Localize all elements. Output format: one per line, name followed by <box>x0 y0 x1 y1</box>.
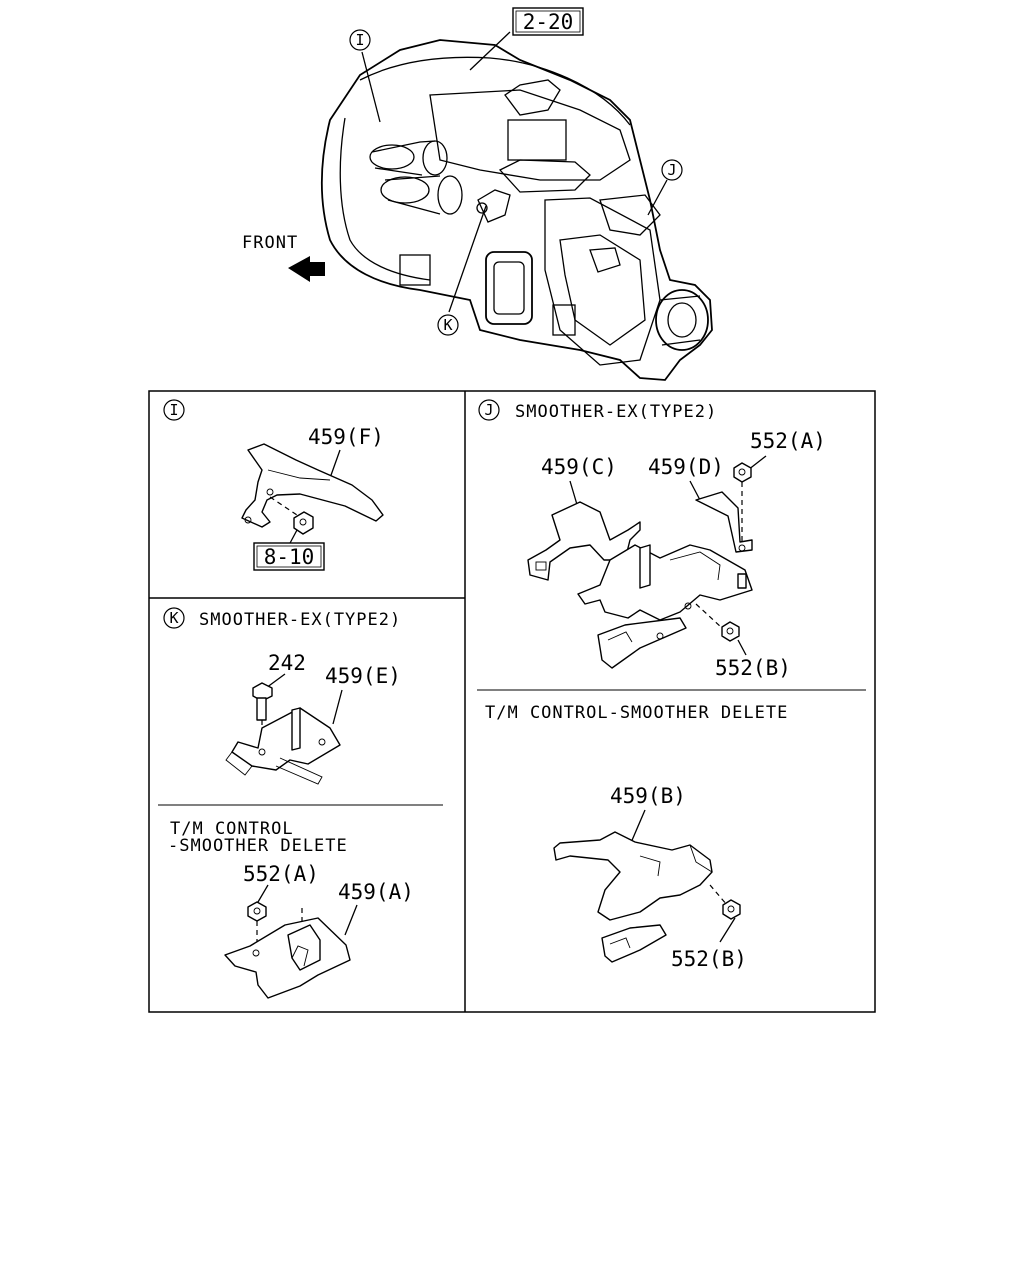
stud-j <box>737 573 747 589</box>
part-552-b-label-sub[interactable]: 552(B) <box>671 947 747 971</box>
part-552-a-label-j[interactable]: 552(A) <box>750 429 826 453</box>
part-459-e-label[interactable]: 459(E) <box>325 664 401 688</box>
part-459-b-label[interactable]: 459(B) <box>610 784 686 808</box>
svg-text:J: J <box>484 401 493 419</box>
panel-k-title: SMOOTHER-EX(TYPE2) <box>199 610 401 630</box>
panel-k-subtitle-line1: T/M CONTROL <box>170 819 294 839</box>
part-242-label[interactable]: 242 <box>268 651 306 675</box>
panel-i: I 459(F) 8-10 <box>163 399 384 571</box>
nut-8-10[interactable] <box>293 511 314 535</box>
callout-i-label: I <box>355 31 364 49</box>
part-459-c-label[interactable]: 459(C) <box>541 455 617 479</box>
part-552-a-label-k[interactable]: 552(A) <box>243 862 319 886</box>
bracket-459-a[interactable] <box>224 917 351 999</box>
front-arrow-icon <box>288 256 325 282</box>
bracket-459-f[interactable] <box>241 443 384 528</box>
panel-j-title: SMOOTHER-EX(TYPE2) <box>515 402 717 422</box>
callout-j-label: J <box>667 161 676 179</box>
panel-k: K SMOOTHER-EX(TYPE2) 242 459(E) T/M CONT… <box>163 607 414 999</box>
panel-k-marker: K <box>163 607 185 629</box>
panel-j: J SMOOTHER-EX(TYPE2) 552(A) 459(C) 459(D… <box>478 399 826 971</box>
part-459-f-label[interactable]: 459(F) <box>308 425 384 449</box>
callout-k-label: K <box>443 316 452 334</box>
nut-552-a-k[interactable] <box>247 901 267 922</box>
callout-j[interactable]: J <box>661 159 683 181</box>
ref-box-2-20[interactable]: 2-20 <box>512 7 584 36</box>
ref-box-2-20-label: 2-20 <box>523 10 574 34</box>
transmission-illustration <box>288 39 713 381</box>
ref-box-8-10[interactable]: 8-10 <box>253 542 325 571</box>
panel-i-marker: I <box>163 399 185 421</box>
part-459-d-label[interactable]: 459(D) <box>648 455 724 479</box>
part-552-b-label-j[interactable]: 552(B) <box>715 656 791 680</box>
bracket-459-c[interactable] <box>527 501 641 581</box>
panel-j-subtitle: T/M CONTROL-SMOOTHER DELETE <box>485 703 788 723</box>
ref-box-8-10-label: 8-10 <box>264 545 315 569</box>
detail-frame <box>148 390 876 1013</box>
front-label: FRONT <box>242 233 298 253</box>
nut-552-a-j[interactable] <box>733 462 752 483</box>
callout-k[interactable]: K <box>437 314 459 336</box>
callout-i[interactable]: I <box>349 29 371 51</box>
nut-552-b-j[interactable] <box>721 621 740 642</box>
svg-text:K: K <box>169 609 178 627</box>
part-459-a-label[interactable]: 459(A) <box>338 880 414 904</box>
bolt-242[interactable] <box>252 682 273 721</box>
panel-j-marker: J <box>478 399 500 421</box>
nut-552-b-sub[interactable] <box>722 899 741 920</box>
bracket-459-e[interactable] <box>225 707 341 785</box>
bracket-main-j[interactable] <box>577 544 753 669</box>
bracket-459-d[interactable] <box>695 491 753 553</box>
panel-k-subtitle-line2: -SMOOTHER DELETE <box>168 836 348 856</box>
bracket-459-b[interactable] <box>553 831 713 963</box>
svg-text:I: I <box>169 401 178 419</box>
